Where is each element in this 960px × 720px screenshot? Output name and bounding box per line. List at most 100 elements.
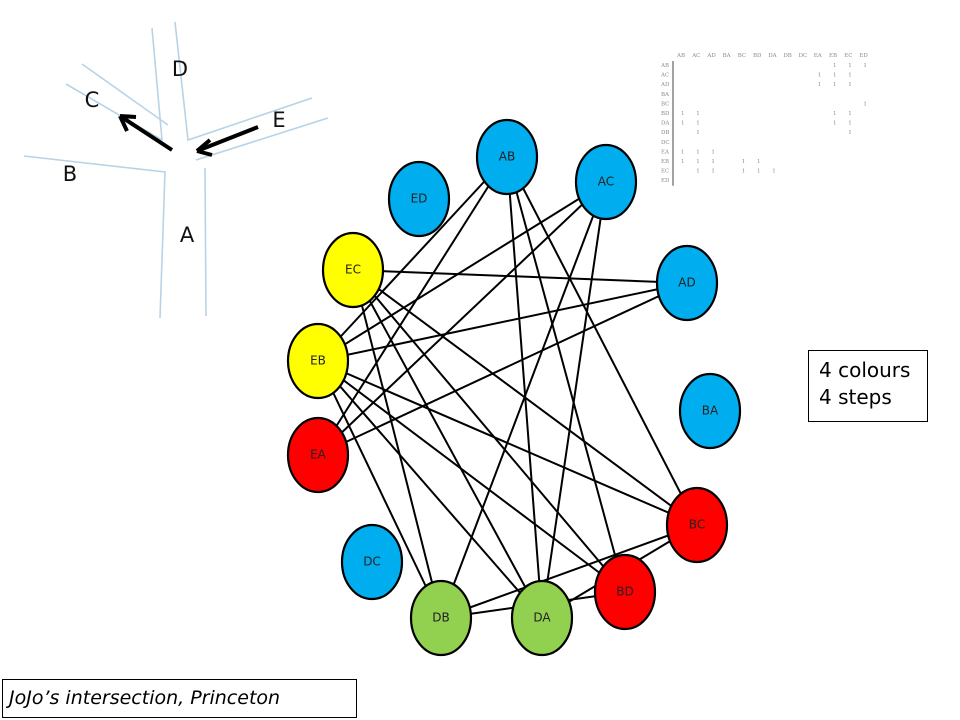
matrix-row-header: EA [661,149,670,155]
matrix-col-header: EA [814,53,823,59]
edge-ab-eb [317,156,508,362]
matrix-col-header: AC [691,53,700,59]
direction-label-b: B [63,162,77,186]
matrix-col-header: DB [783,53,791,59]
edge-eb-bc [317,360,698,526]
direction-label-c: C [85,88,100,112]
direction-label-a: A [180,223,195,247]
node-label: AC [598,175,614,189]
intersection-sketch: A B C D E [23,21,329,319]
node-circle [574,143,638,221]
matrix-cell: 1 [818,73,822,79]
matrix-cell: 1 [848,82,852,88]
node-label: ED [411,192,428,206]
edge-ec-da [352,269,543,619]
node-label: EB [310,354,326,368]
adjacency-matrix: ABABACACADADBABABCBCBDBDDADADBDBDCDCEAEA… [660,53,868,186]
matrix-cell: 1 [863,63,867,69]
matrix-col-header: BA [723,53,732,59]
colours-count: 4 colours [819,358,911,382]
result-note: 4 colours 4 steps [808,350,928,422]
road-edge [81,63,169,126]
figure-caption: JoJo’s intersection, Princeton [2,679,357,718]
matrix-row-header: DA [661,121,670,127]
node-ea: EA [286,416,350,494]
matrix-cell: 1 [863,101,867,107]
edge-ac-eb [317,181,607,362]
matrix-cell: 1 [681,149,685,155]
node-ba: BA [678,372,742,450]
node-circle [286,416,350,494]
node-label: BC [689,518,705,532]
matrix-row-header: AB [660,63,669,69]
matrix-row-header: EC [661,169,669,175]
edge-ad-ea [317,282,688,456]
node-ad: AD [655,244,719,322]
node-circle [593,553,657,631]
matrix-row-header: AD [660,82,670,88]
node-label: BD [616,585,633,599]
matrix-col-header: ED [859,53,868,59]
matrix-cell: 1 [848,121,852,127]
node-label: DA [533,611,551,625]
node-label: AD [678,276,695,290]
node-circle [510,579,574,657]
matrix-col-header: DC [799,53,808,59]
node-circle [678,372,742,450]
turn-arrow-c [118,114,174,152]
node-circle [655,244,719,322]
matrix-cell: 1 [848,130,852,136]
edge-eb-db [317,360,442,619]
matrix-cell: 1 [757,169,761,175]
matrix-cell: 1 [848,63,852,69]
matrix-row-header: BA [661,92,670,98]
edge-ac-db [440,181,607,619]
turn-arrow-e [195,125,259,157]
node-circle [409,579,473,657]
matrix-row-header: DB [661,130,669,136]
node-ec: EC [321,231,385,309]
matrix-col-header: BD [753,53,762,59]
edge-ec-bd [352,269,626,593]
node-label: DB [432,611,449,625]
matrix-row-header: BD [661,111,670,117]
edge-ad-ec [352,269,688,284]
node-label: EC [345,263,361,277]
road-edge [174,21,313,142]
node-da: DA [510,579,574,657]
node-circle [340,523,404,601]
edge-ab-ea [317,156,508,456]
road-edge [23,155,166,319]
matrix-row-header: ED [661,178,670,184]
edge-eb-da [317,360,543,619]
matrix-cell: 1 [696,169,700,175]
node-circle [475,118,539,196]
edge-ac-da [541,181,607,619]
matrix-cell: 1 [696,111,700,117]
conflict-nodes: AB AC AD BA BC BD DA DB DC EA EB EC ED [286,118,742,657]
matrix-cell: 1 [696,159,700,165]
matrix-cell: 1 [681,111,685,117]
matrix-cell: 1 [848,73,852,79]
matrix-cell: 1 [848,111,852,117]
steps-count: 4 steps [819,385,892,409]
matrix-cell: 1 [696,149,700,155]
node-label: DC [363,555,381,569]
matrix-col-header: AD [706,53,716,59]
node-label: BA [702,404,719,418]
node-circle [286,322,350,400]
matrix-row-header: BC [661,101,669,107]
edge-ab-da [506,156,543,619]
node-bc: BC [665,486,729,564]
node-circle [387,160,451,238]
node-eb: EB [286,322,350,400]
matrix-cell: 1 [696,130,700,136]
matrix-cell: 1 [742,159,746,165]
node-ed: ED [387,160,451,238]
matrix-col-header: AB [676,53,685,59]
node-bd: BD [593,553,657,631]
node-circle [321,231,385,309]
node-ab: AB [475,118,539,196]
matrix-cell: 1 [833,63,837,69]
